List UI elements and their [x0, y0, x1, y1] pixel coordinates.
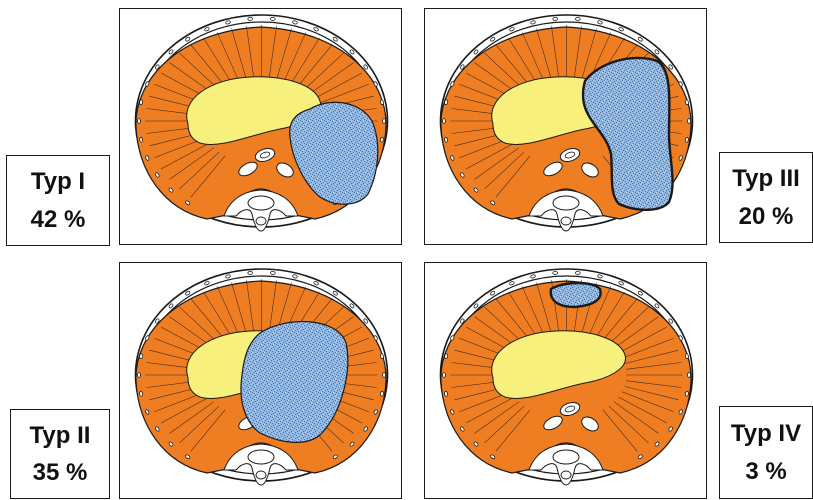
rib-marker — [248, 17, 253, 20]
label-typ-4-type: Typ IV — [731, 415, 801, 452]
label-typ-2-type: Typ II — [30, 417, 91, 454]
rib-marker — [444, 354, 448, 359]
rib-marker — [444, 100, 448, 105]
rib-marker — [380, 100, 384, 105]
label-typ-3-type: Typ III — [732, 160, 800, 197]
diagram-panel-typ-3 — [424, 8, 707, 245]
label-typ-1: Typ I 42 % — [6, 155, 110, 246]
rib-marker — [248, 271, 253, 274]
rib-marker — [270, 271, 275, 274]
label-typ-3: Typ III 20 % — [719, 152, 813, 243]
spinal-canal — [561, 471, 571, 479]
rib-marker — [380, 391, 384, 396]
cross-section-typ-1 — [120, 9, 403, 246]
diagram-panel-typ-4 — [424, 262, 707, 499]
spinal-canal — [256, 217, 266, 225]
spinal-canal — [561, 217, 571, 225]
label-typ-2: Typ II 35 % — [10, 409, 110, 499]
rib-marker — [444, 137, 448, 142]
rib-marker — [685, 137, 689, 142]
cross-section-typ-2 — [120, 263, 403, 500]
label-typ-4-percent: 3 % — [745, 453, 786, 490]
rib-marker — [139, 354, 143, 359]
spinal-canal — [256, 471, 266, 479]
rib-marker — [383, 119, 386, 124]
rib-marker — [443, 119, 446, 124]
cross-section-typ-3 — [425, 9, 708, 246]
label-typ-2-percent: 35 % — [33, 454, 88, 491]
vertebral-body — [248, 450, 274, 464]
vertebral-body — [553, 196, 579, 210]
rib-marker — [139, 391, 143, 396]
vertebral-body — [248, 196, 274, 210]
label-typ-4: Typ IV 3 % — [719, 406, 813, 499]
rib-marker — [138, 119, 141, 124]
rib-marker — [139, 137, 143, 142]
rib-marker — [443, 373, 446, 378]
rib-marker — [380, 354, 384, 359]
cross-section-typ-4 — [425, 263, 708, 500]
tumor — [551, 283, 601, 307]
vertebral-body — [553, 450, 579, 464]
rib-marker — [688, 373, 691, 378]
rib-marker — [139, 100, 143, 105]
rib-marker — [575, 17, 580, 20]
rib-marker — [575, 271, 580, 274]
rib-marker — [270, 17, 275, 20]
diagram-panel-typ-1 — [119, 8, 402, 245]
rib-marker — [444, 391, 448, 396]
rib-marker — [553, 17, 558, 20]
rib-marker — [380, 137, 384, 142]
diagram-panel-typ-2 — [119, 262, 402, 499]
rib-marker — [383, 373, 386, 378]
rib-marker — [138, 373, 141, 378]
label-typ-1-type: Typ I — [31, 163, 85, 200]
label-typ-3-percent: 20 % — [739, 198, 794, 235]
rib-marker — [685, 100, 689, 105]
rib-marker — [553, 271, 558, 274]
rib-marker — [685, 391, 689, 396]
rib-marker — [685, 354, 689, 359]
rib-marker — [688, 119, 691, 124]
label-typ-1-percent: 42 % — [31, 201, 86, 238]
